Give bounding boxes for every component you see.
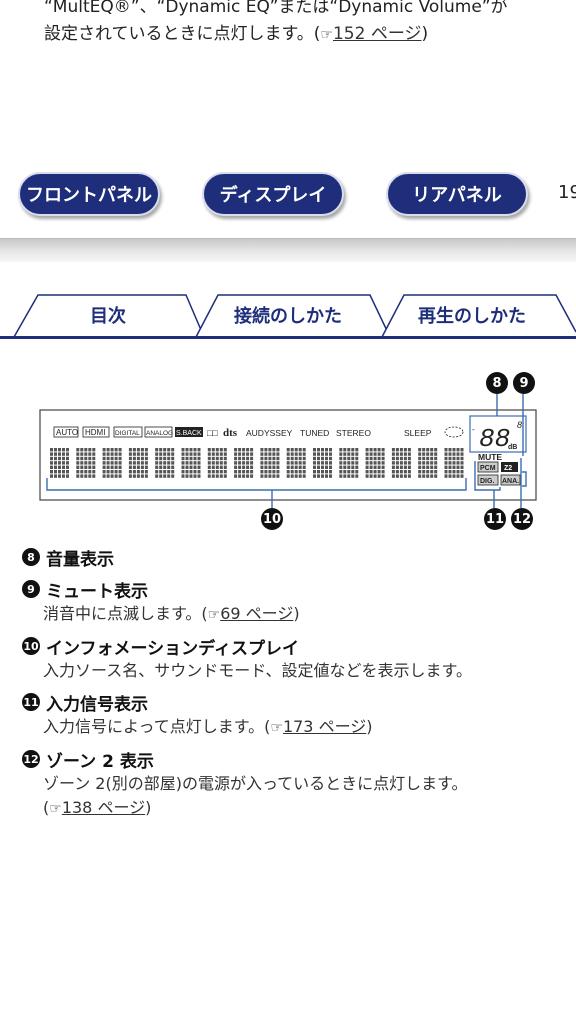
page-69-link[interactable]: 69 ページ: [220, 604, 294, 623]
display-diagram: AUTO HDMI DIGITAL ANALOG S.BACK □□ dts A…: [0, 360, 576, 540]
character-matrix: [50, 448, 464, 478]
callout-12: 12: [511, 508, 533, 530]
item-title: 音量表示: [46, 549, 114, 570]
db-label: dB: [508, 444, 517, 451]
tab-connections[interactable]: 接続のしかた: [234, 306, 342, 327]
section-nav: フロントパネル ディスプレイ リアパネル 19: [0, 172, 576, 218]
reference-icon: ☞: [49, 801, 62, 817]
tab-outlines: [13, 294, 576, 338]
callout-9: 9: [513, 372, 535, 394]
page-number: 19: [558, 182, 576, 203]
svg-text:-: -: [472, 425, 475, 434]
list-item: 11 入力信号表示 入力信号によって点灯します。(☞173 ページ): [22, 689, 562, 740]
tab-bar: 目次 接続のしかた 再生のしかた: [0, 292, 576, 340]
item-desc-suffix: ): [145, 798, 152, 817]
item-desc-suffix: ): [366, 717, 373, 736]
item-title: ミュート表示: [46, 581, 148, 602]
callout-10: 10: [261, 508, 283, 530]
item-desc-suffix: ): [293, 604, 300, 623]
indicator-sback: S.BACK: [176, 430, 202, 437]
indicator-z2: Z2: [504, 465, 512, 472]
svg-text:8: 8: [517, 420, 522, 430]
item-desc: 入力ソース名、サウンドモード、設定値などを表示します。: [43, 661, 472, 680]
indicator-stereo: STEREO: [336, 428, 371, 438]
front-panel-button[interactable]: フロントパネル: [18, 172, 160, 216]
volume-digits: 88: [479, 424, 510, 454]
indicator-sleep: SLEEP: [404, 428, 432, 438]
page-152-link[interactable]: 152 ページ: [332, 24, 422, 44]
dts-logo: dts: [223, 427, 238, 439]
item-title: 入力信号表示: [46, 694, 148, 715]
indicator-tuned: TUNED: [300, 428, 329, 438]
item-number: 8: [22, 548, 40, 566]
list-item: 8 音量表示: [22, 544, 562, 570]
item-number: 11: [22, 693, 40, 711]
indicator-pcm: PCM: [480, 465, 496, 472]
item-number: 10: [22, 637, 40, 655]
intro-line-1: “MultEQ®”、“Dynamic EQ”または“Dynamic Volume…: [44, 0, 508, 17]
intro-line-2-suffix: ): [421, 24, 429, 44]
list-item: 9 ミュート表示 消音中に点滅します。(☞69 ページ): [22, 576, 562, 627]
indicator-digital: DIGITAL: [115, 430, 140, 437]
intro-line-2: 設定されているときに点灯します。(☞152 ページ): [44, 21, 564, 49]
item-number: 9: [22, 580, 40, 598]
list-item: 10 インフォメーションディスプレイ 入力ソース名、サウンドモード、設定値などを表…: [22, 633, 562, 683]
item-desc: 入力信号によって点灯します。(: [43, 717, 271, 736]
indicator-dig: DIG.: [480, 478, 494, 485]
dolby-logo: □□: [207, 428, 218, 438]
rear-panel-button[interactable]: リアパネル: [386, 172, 528, 216]
intro-paragraph: “MultEQ®”、“Dynamic EQ”または“Dynamic Volume…: [44, 0, 564, 49]
page-138-link[interactable]: 138 ページ: [61, 798, 146, 817]
indicator-analog: ANALOG: [146, 430, 173, 437]
display-panel-illustration: AUTO HDMI DIGITAL ANALOG S.BACK □□ dts A…: [39, 394, 537, 508]
display-button[interactable]: ディスプレイ: [202, 172, 344, 216]
indicator-mute: MUTE: [478, 452, 502, 462]
page-divider: [0, 238, 576, 262]
item-title: インフォメーションディスプレイ: [46, 638, 299, 659]
page-173-link[interactable]: 173 ページ: [282, 717, 367, 736]
tab-playback[interactable]: 再生のしかた: [418, 306, 526, 327]
item-desc: 消音中に点滅します。(: [43, 604, 208, 623]
item-desc: ゾーン 2(別の部屋)の電源が入っているときに点灯します。: [43, 774, 468, 793]
item-number: 12: [22, 750, 40, 768]
callout-8: 8: [486, 372, 508, 394]
indicator-ana: ANA.: [502, 478, 519, 485]
list-item: 12 ゾーン 2 表示 ゾーン 2(別の部屋)の電源が入っているときに点灯します。…: [22, 746, 562, 821]
indicator-hdmi: HDMI: [85, 428, 105, 437]
reference-icon: ☞: [207, 607, 221, 623]
intro-line-2-text: 設定されているときに点灯します。(: [44, 24, 321, 44]
item-title: ゾーン 2 表示: [46, 751, 154, 772]
reference-icon: ☞: [270, 720, 283, 736]
item-desc-prefix: (: [43, 798, 50, 817]
tab-underline: [0, 336, 576, 339]
indicator-audyssey: AUDYSSEY: [246, 428, 293, 438]
tab-toc[interactable]: 目次: [90, 306, 126, 327]
callout-11: 11: [484, 508, 506, 530]
indicator-auto: AUTO: [56, 428, 78, 437]
reference-icon: ☞: [320, 27, 333, 43]
